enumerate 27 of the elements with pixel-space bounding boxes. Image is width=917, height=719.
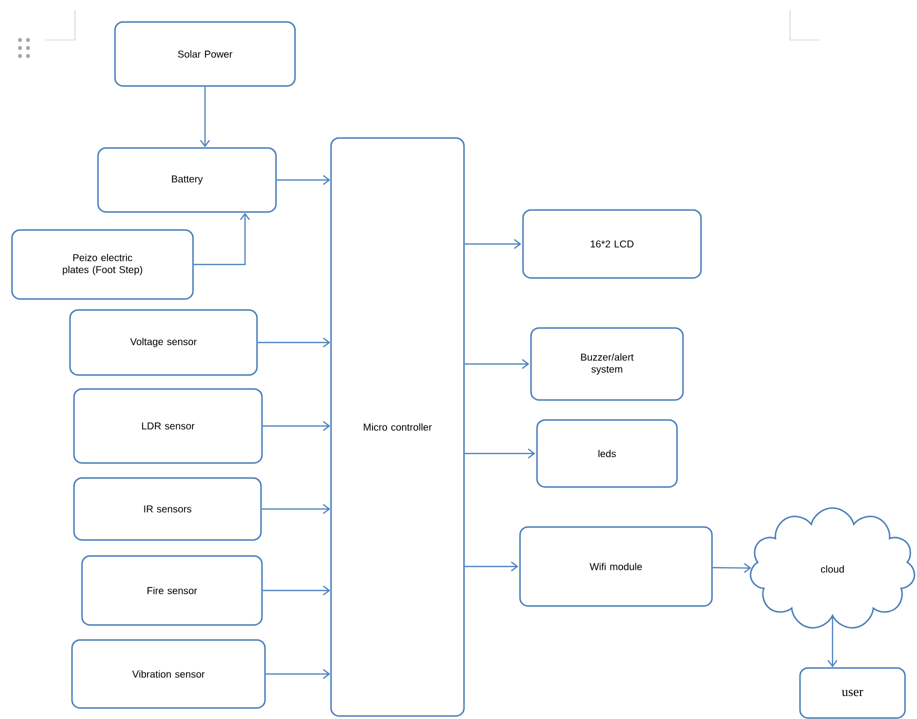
arrow <box>464 448 536 458</box>
process-box: IR sensors <box>73 477 262 541</box>
arrow <box>194 212 250 266</box>
process-box: Micro controller <box>330 137 465 717</box>
arrow <box>276 175 330 185</box>
arrow <box>464 359 530 369</box>
process-box: user <box>799 667 906 719</box>
process-box: Vibration sensor <box>71 639 266 709</box>
process-box: Fire sensor <box>81 555 263 626</box>
arrow <box>262 504 330 514</box>
arrow <box>266 669 330 679</box>
process-box: Peizo electric plates (Foot Step) <box>11 229 194 300</box>
process-box: leds <box>536 419 678 488</box>
process-box: LDR sensor <box>73 388 263 464</box>
arrow <box>262 421 330 431</box>
process-box: Wifi module <box>519 526 713 607</box>
process-box: Battery <box>97 147 277 213</box>
arrow <box>262 586 330 596</box>
process-box: Solar Power <box>114 21 296 87</box>
arrow <box>258 338 330 348</box>
process-box: Buzzer/alert system <box>530 327 684 401</box>
process-box: 16*2 LCD <box>522 209 702 279</box>
arrow <box>464 239 522 249</box>
process-box: Voltage sensor <box>69 309 258 376</box>
arrow <box>712 563 752 573</box>
arrow <box>200 86 210 148</box>
arrow <box>464 562 518 572</box>
